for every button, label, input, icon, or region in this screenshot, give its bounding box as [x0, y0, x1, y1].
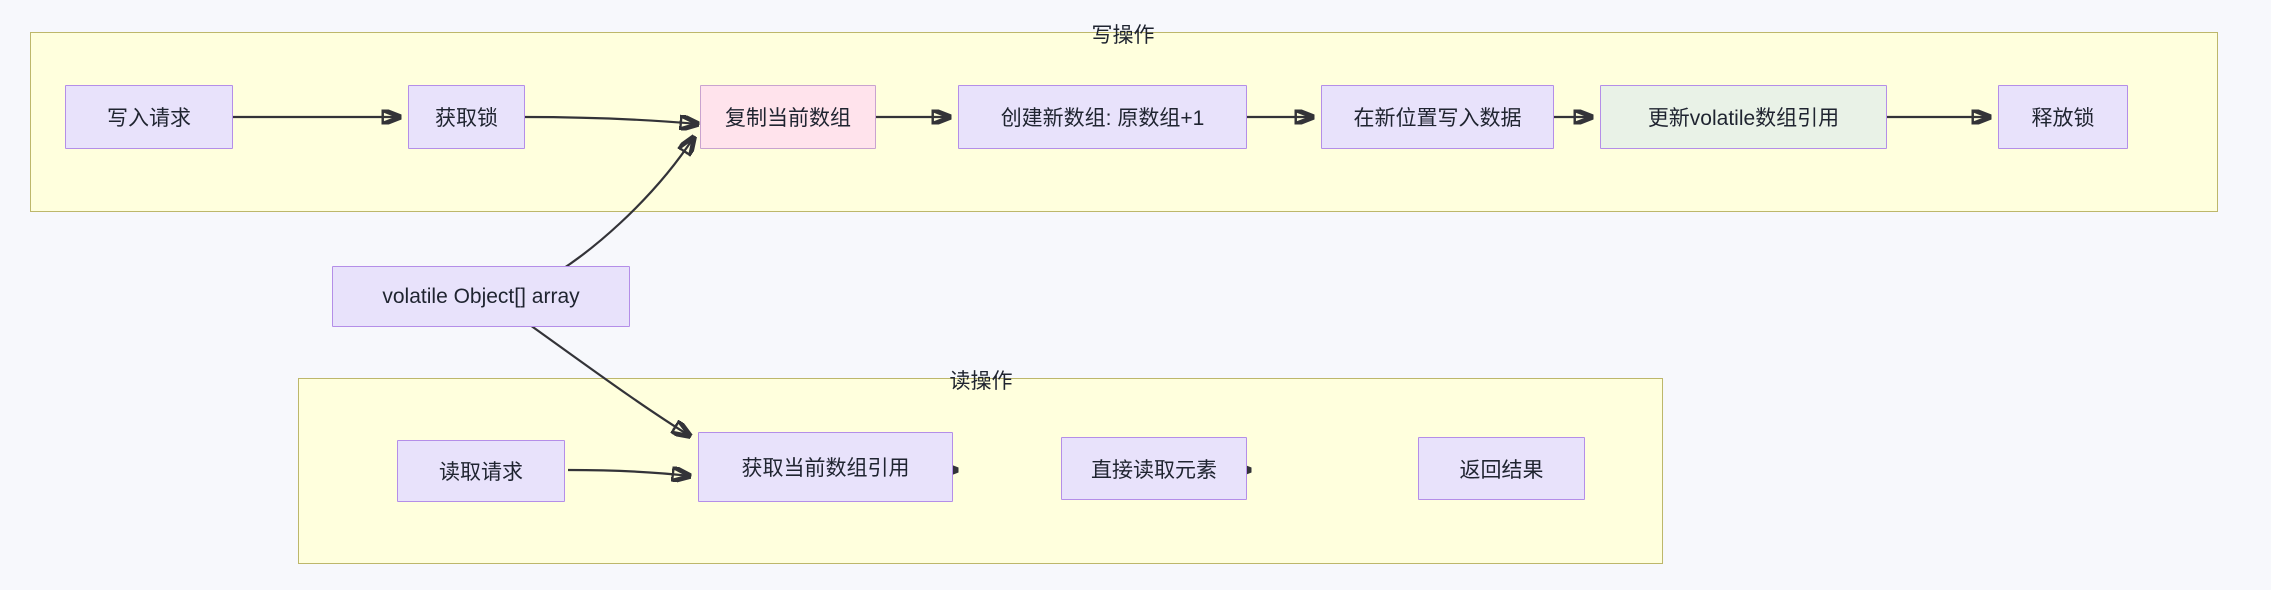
- node-return-result[interactable]: 返回结果: [1418, 437, 1585, 500]
- node-write-data-new-position[interactable]: 在新位置写入数据: [1321, 85, 1554, 149]
- node-read-request[interactable]: 读取请求: [397, 440, 565, 502]
- node-volatile-object-array[interactable]: volatile Object[] array: [332, 266, 630, 327]
- node-read-element-directly[interactable]: 直接读取元素: [1061, 437, 1247, 500]
- subgraph-write-title: 写操作: [1091, 24, 1155, 47]
- subgraph-read-title: 读操作: [949, 370, 1013, 393]
- node-acquire-lock[interactable]: 获取锁: [408, 85, 525, 149]
- node-copy-current-array[interactable]: 复制当前数组: [700, 85, 876, 149]
- node-write-request[interactable]: 写入请求: [65, 85, 233, 149]
- node-update-volatile-array-ref[interactable]: 更新volatile数组引用: [1600, 85, 1887, 149]
- node-release-lock[interactable]: 释放锁: [1998, 85, 2128, 149]
- node-create-new-array[interactable]: 创建新数组: 原数组+1: [958, 85, 1247, 149]
- node-get-current-array-ref[interactable]: 获取当前数组引用: [698, 432, 953, 502]
